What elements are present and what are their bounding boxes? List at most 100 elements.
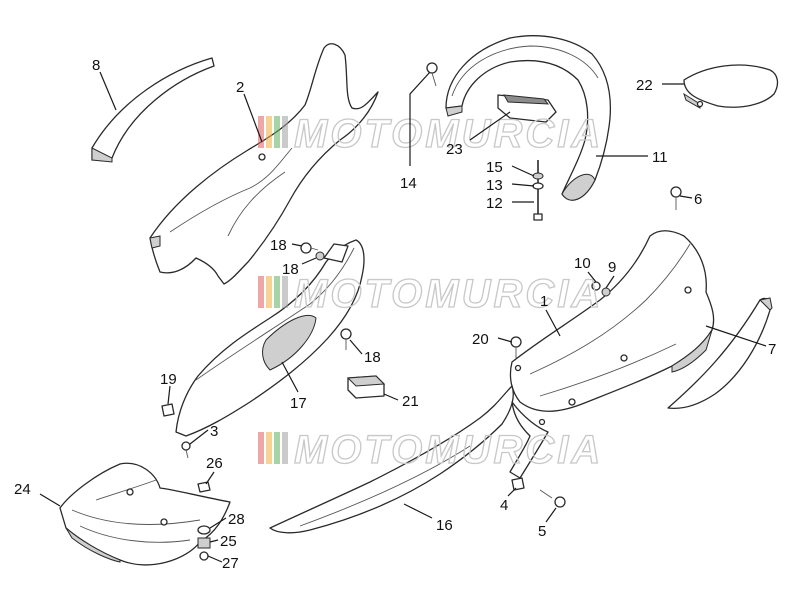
callout-26: 25 — [220, 533, 237, 550]
part-21-screw — [510, 336, 522, 358]
leader-10 — [587, 271, 597, 283]
watermark-stripes — [258, 116, 288, 148]
watermark-stripe-grey — [282, 276, 288, 308]
leader-6 — [679, 195, 693, 199]
leader-18a — [291, 243, 303, 247]
callout-2: 2 — [236, 79, 244, 96]
leader-24 — [469, 111, 511, 141]
callout-29: 28 — [228, 511, 245, 528]
leader-1 — [545, 309, 561, 337]
leader-25 — [39, 493, 61, 507]
part-8-trim-strip — [91, 57, 215, 163]
leader-4 — [507, 487, 517, 497]
watermark-stripe-orange — [266, 116, 272, 148]
watermark-stripe-grey — [282, 116, 288, 148]
part-19-clip — [315, 251, 325, 261]
leader-8 — [99, 71, 117, 111]
part-26-spacer — [197, 537, 211, 549]
part-17-tunnel-cover — [175, 239, 365, 437]
leader-16 — [403, 503, 433, 519]
callout-24: 23 — [446, 141, 463, 158]
watermark-stripe-green — [274, 276, 280, 308]
part-22-foam-pad — [346, 375, 386, 399]
hardware — [161, 62, 682, 561]
part-14-screw — [426, 62, 438, 87]
callout-7: 7 — [768, 341, 776, 358]
watermark-stripe-red — [258, 432, 264, 464]
leader-9 — [605, 275, 615, 289]
watermark-stripe-grey — [282, 432, 288, 464]
callout-14: 14 — [400, 175, 417, 192]
leader-14 — [409, 71, 431, 166]
part-15-nut — [532, 172, 544, 180]
callout-15: 15 — [486, 159, 503, 176]
callout-5: 5 — [538, 523, 546, 540]
part-20-clip — [161, 403, 175, 417]
part-24-handle-bracket — [497, 94, 557, 123]
leader-20 — [167, 385, 171, 405]
callout-6: 6 — [694, 191, 702, 208]
part-28-screw — [199, 551, 209, 561]
leader-7 — [705, 325, 767, 347]
callout-16: 16 — [436, 517, 453, 534]
leader-18b — [349, 339, 363, 355]
part-13-washer — [532, 182, 544, 190]
callout-10: 10 — [574, 255, 591, 272]
callout-9: 9 — [608, 259, 616, 276]
callout-17: 17 — [290, 395, 307, 412]
leader-29 — [209, 517, 227, 529]
callout-20: 19 — [160, 371, 177, 388]
part-23-cover-flap — [683, 64, 779, 109]
part-12-bolt — [533, 160, 543, 221]
watermark-stripe-green — [274, 116, 280, 148]
callout-19: 18 — [282, 261, 299, 278]
part-6-screw — [670, 186, 682, 210]
callout-3: 3 — [210, 423, 218, 440]
leader-21 — [497, 337, 513, 343]
part-1-rear-cover-right — [509, 230, 715, 412]
watermark-stripe-orange — [266, 276, 272, 308]
callout-21: 20 — [472, 331, 489, 348]
leader-17 — [281, 361, 299, 393]
leader-22 — [383, 393, 399, 401]
callout-27: 26 — [206, 455, 223, 472]
part-11-grab-handle — [445, 35, 612, 201]
watermark-brand-text: MOTOMURCIA — [294, 428, 603, 472]
leader-27 — [205, 471, 215, 485]
watermark-1: MOTOMURCIA — [258, 111, 603, 157]
leader-3 — [189, 429, 209, 445]
watermark-stripe-red — [258, 276, 264, 308]
watermark-stripes — [258, 276, 288, 308]
part-25-under-tray — [59, 462, 231, 566]
watermark-stripes — [258, 432, 288, 464]
callout-4: 4 — [500, 497, 508, 514]
part-3-screw — [181, 441, 191, 459]
watermark-3: MOTOMURCIA — [258, 427, 603, 473]
watermark-stripe-orange — [266, 432, 272, 464]
callout-22: 21 — [402, 393, 419, 410]
callout-28: 27 — [222, 555, 239, 572]
part-4-clip — [511, 477, 525, 491]
watermark-brand-text: MOTOMURCIA — [294, 272, 603, 316]
watermark-stripe-green — [274, 432, 280, 464]
callout-labels: 8 2 14 23 11 22 15 13 12 6 10 9 1 7 20 1… — [14, 57, 776, 572]
callout-1: 1 — [540, 293, 548, 310]
callout-12: 12 — [486, 195, 503, 212]
callout-18-lower: 18 — [364, 349, 381, 366]
leader-28 — [207, 555, 223, 563]
callout-8: 8 — [92, 57, 100, 74]
watermark-stripe-red — [258, 116, 264, 148]
watermark-brand-text: MOTOMURCIA — [294, 112, 603, 156]
part-18-screw-lower — [340, 328, 352, 350]
part-2-rear-cover-left — [149, 43, 379, 285]
leader-26 — [209, 539, 219, 543]
leader-2 — [243, 93, 263, 143]
callout-11: 11 — [652, 149, 668, 166]
part-5-screw — [539, 489, 566, 508]
part-29-bushing — [197, 525, 211, 535]
callout-23: 22 — [636, 77, 653, 94]
leader-15 — [511, 165, 535, 177]
leader-19 — [301, 257, 317, 265]
watermark-2: MOTOMURCIA — [258, 271, 603, 317]
